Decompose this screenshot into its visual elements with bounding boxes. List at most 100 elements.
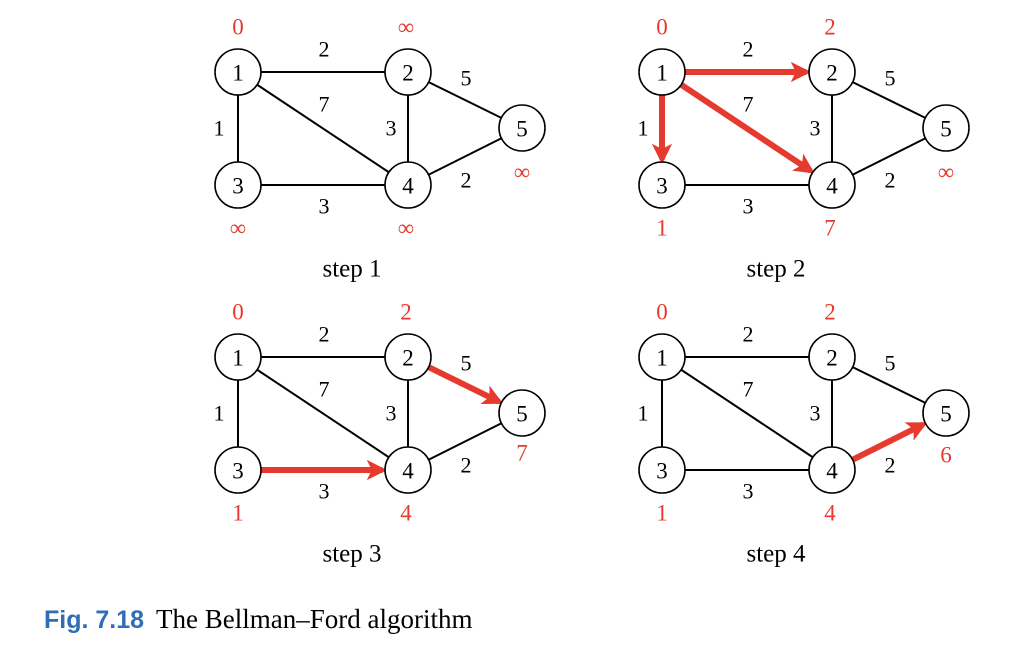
distance-node-2: 2	[400, 300, 412, 325]
edge-weight-3-4: 3	[743, 479, 754, 504]
node-3-circle	[214, 161, 262, 209]
edge-weight-2-4: 3	[386, 116, 397, 141]
edge-weight-2-4: 3	[386, 401, 397, 426]
node-4-circle	[808, 446, 856, 494]
caption-text: The Bellman–Ford algorithm	[156, 604, 473, 634]
distance-node-1: 0	[656, 300, 668, 325]
edge-1-4	[256, 83, 390, 174]
node-5-label: 5	[940, 402, 952, 427]
node-1-label: 1	[232, 346, 244, 371]
node-3-circle	[214, 446, 262, 494]
step-label: step 2	[746, 256, 805, 283]
edge-weight-4-5: 2	[885, 453, 896, 478]
step-label: step 1	[322, 256, 381, 283]
edge-weight-3-4: 3	[743, 194, 754, 219]
node-3-circle	[638, 446, 686, 494]
distance-node-2: 2	[824, 15, 836, 40]
distance-node-1: 0	[232, 15, 244, 40]
node-1-label: 1	[656, 346, 668, 371]
node-2-circle	[808, 48, 856, 96]
node-1-label: 1	[232, 61, 244, 86]
edge-weight-4-5: 2	[461, 168, 472, 193]
node-5-circle	[922, 104, 970, 152]
edge-1-4-relaxed-arrow	[678, 82, 815, 174]
edge-4-5	[852, 137, 926, 176]
edge-weight-2-5: 5	[885, 66, 896, 91]
distance-node-4: ∞	[398, 216, 414, 241]
node-4-circle	[384, 161, 432, 209]
node-5-circle	[498, 104, 546, 152]
node-5-label: 5	[516, 402, 528, 427]
node-4-circle	[384, 446, 432, 494]
edge-weight-1-2: 2	[319, 322, 330, 347]
node-2-label: 2	[402, 346, 414, 371]
step-label: step 4	[746, 541, 806, 568]
distance-node-3: ∞	[230, 216, 246, 241]
node-4-label: 4	[402, 459, 414, 484]
distance-node-4: 4	[824, 501, 836, 526]
bellman-ford-figure: 2 1 7 3 5 3 2 1 2 3 4 5 0 ∞ ∞ ∞ ∞ step 1 2 1 7 3 5 3 2 1 2 3 4 5 0 2 1 7 ∞…	[214, 15, 970, 568]
edge-weight-3-4: 3	[319, 194, 330, 219]
node-3-label: 3	[656, 174, 668, 199]
edge-weight-2-5: 5	[885, 351, 896, 376]
distance-node-4: 7	[824, 216, 836, 241]
edge-weight-1-4: 7	[319, 377, 330, 402]
distance-node-3: 1	[656, 501, 668, 526]
edge-weight-1-4: 7	[743, 92, 754, 117]
node-3-label: 3	[232, 459, 244, 484]
node-1-label: 1	[656, 61, 668, 86]
caption-figure-number: Fig. 7.18	[44, 606, 145, 634]
edge-weight-1-4: 7	[743, 377, 754, 402]
distance-node-2: 2	[824, 300, 836, 325]
edge-weight-4-5: 2	[461, 453, 472, 478]
distance-node-5: ∞	[514, 160, 530, 185]
node-1-circle	[214, 333, 262, 381]
node-4-label: 4	[402, 174, 414, 199]
figure-caption: Fig. 7.18 The Bellman–Ford algorithm	[44, 602, 473, 636]
edge-2-5-relaxed-arrow	[426, 364, 504, 405]
edge-1-4	[680, 368, 814, 459]
edge-weight-1-3: 1	[214, 401, 225, 426]
panel-step-3: 2 1 7 3 5 3 2 1 2 3 4 5 0 2 1 4 7 step 3	[214, 300, 546, 568]
node-2-label: 2	[402, 61, 414, 86]
distance-node-3: 1	[656, 216, 668, 241]
edge-weight-2-4: 3	[810, 116, 821, 141]
edge-1-4	[256, 368, 390, 459]
node-5-label: 5	[940, 117, 952, 142]
step-label: step 3	[322, 541, 381, 568]
distance-node-3: 1	[232, 501, 244, 526]
distance-node-5: 6	[940, 443, 952, 468]
node-2-circle	[384, 333, 432, 381]
edge-4-5	[428, 422, 502, 461]
node-2-label: 2	[826, 61, 838, 86]
node-5-circle	[498, 389, 546, 437]
node-5-label: 5	[516, 117, 528, 142]
distance-node-5: 7	[516, 441, 528, 466]
distance-node-4: 4	[400, 501, 412, 526]
distance-node-5: ∞	[938, 160, 954, 185]
node-4-label: 4	[826, 174, 838, 199]
edge-2-5	[852, 366, 926, 404]
edge-weight-2-5: 5	[461, 66, 472, 91]
edge-weight-2-5: 5	[461, 351, 472, 376]
edge-weight-1-2: 2	[743, 37, 754, 62]
node-4-circle	[808, 161, 856, 209]
node-2-circle	[384, 48, 432, 96]
edge-weight-4-5: 2	[885, 168, 896, 193]
distance-node-2: ∞	[398, 15, 414, 40]
node-4-label: 4	[826, 459, 838, 484]
node-5-circle	[922, 389, 970, 437]
edge-4-5	[428, 137, 502, 176]
edge-weight-1-2: 2	[319, 37, 330, 62]
node-1-circle	[214, 48, 262, 96]
distance-node-1: 0	[232, 300, 244, 325]
edge-weight-1-3: 1	[638, 401, 649, 426]
panel-step-2: 2 1 7 3 5 3 2 1 2 3 4 5 0 2 1 7 ∞ step 2	[638, 15, 970, 283]
edge-weight-3-4: 3	[319, 479, 330, 504]
node-3-circle	[638, 161, 686, 209]
distance-node-1: 0	[656, 15, 668, 40]
node-3-label: 3	[232, 174, 244, 199]
edge-weight-1-3: 1	[638, 116, 649, 141]
